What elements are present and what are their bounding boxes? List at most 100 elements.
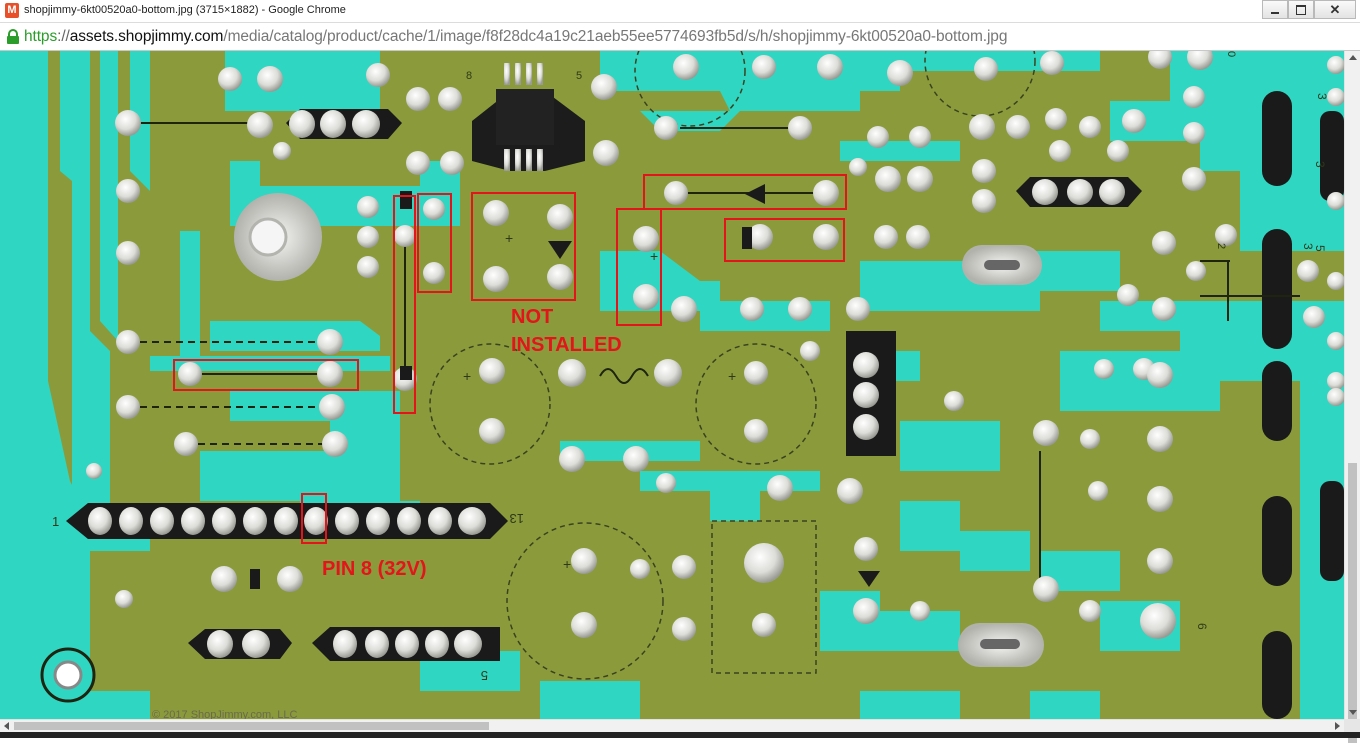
solder-pad <box>1152 297 1176 321</box>
solder-pad <box>672 555 696 579</box>
solder-pad <box>394 225 416 247</box>
window-titlebar: M shopjimmy-6kt00520a0-bottom.jpg (3715×… <box>0 0 1360 23</box>
solder-pad <box>406 87 430 111</box>
highlight-box-not-installed <box>471 192 576 301</box>
solder-pad <box>1006 115 1030 139</box>
scroll-corner <box>1344 719 1360 732</box>
address-bar[interactable]: https://assets.shopjimmy.com/media/catal… <box>0 23 1360 51</box>
solder-pad <box>1117 284 1139 306</box>
solder-pad <box>837 478 863 504</box>
scroll-right-icon[interactable] <box>1335 722 1340 730</box>
solder-pad <box>322 431 348 457</box>
highlight-box-diode-top <box>643 174 847 210</box>
solder-pad <box>1122 109 1146 133</box>
solder-pad <box>887 60 913 86</box>
solder-pad <box>547 264 573 290</box>
solder-pad <box>116 241 140 265</box>
pcb-bottom-image: 1 13 5 8 5 3 3 5 2 3 6 0 + + + + + <box>0 51 1344 719</box>
url-host: assets.shopjimmy.com <box>69 28 224 45</box>
silk-label-0: 8 <box>466 70 472 82</box>
solder-pad <box>1049 140 1071 162</box>
silk-label-7: 6 <box>1195 623 1209 630</box>
maximize-button[interactable] <box>1288 0 1314 19</box>
solder-pad <box>633 226 659 252</box>
solder-pad <box>633 284 659 310</box>
solder-pad <box>406 151 430 175</box>
window-bottom-edge <box>0 732 1360 738</box>
solder-pad <box>571 612 597 638</box>
maximize-icon <box>1296 4 1306 15</box>
silk-label-4: 5 <box>1313 245 1327 252</box>
image-copyright: © 2017 ShopJimmy.com, LLC <box>152 709 298 721</box>
horizontal-scroll-thumb[interactable] <box>14 722 489 730</box>
solder-pad <box>875 166 901 192</box>
solder-pad <box>1088 481 1108 501</box>
solder-pad <box>874 225 898 249</box>
solder-pad <box>440 151 464 175</box>
silk-label-1: 5 <box>576 70 582 82</box>
silk-label-2: 3 <box>1315 93 1329 100</box>
highlight-box-resistor <box>724 218 845 262</box>
inductor-mark <box>599 368 649 384</box>
solder-pad <box>672 617 696 641</box>
scroll-left-icon[interactable] <box>4 722 9 730</box>
solder-pad <box>1327 56 1344 74</box>
close-button[interactable]: ✕ <box>1314 0 1356 19</box>
solder-pad <box>115 110 141 136</box>
solder-pad <box>910 601 930 621</box>
scroll-up-icon[interactable] <box>1349 55 1357 60</box>
solder-pad <box>357 256 379 278</box>
solder-pad <box>116 395 140 419</box>
solder-pad <box>273 142 291 160</box>
solder-pad <box>116 330 140 354</box>
solder-pad <box>1186 261 1206 281</box>
highlight-box-diode <box>417 193 452 293</box>
solder-pad <box>1182 167 1206 191</box>
url-text[interactable]: https://assets.shopjimmy.com/media/catal… <box>24 28 1007 46</box>
solder-pad <box>479 358 505 384</box>
minimize-icon <box>1271 11 1279 14</box>
solder-pad <box>849 158 867 176</box>
solder-pad <box>1147 548 1173 574</box>
highlight-box-jumper-left <box>173 359 359 391</box>
solder-pad <box>972 159 996 183</box>
silkscreen-labels: 1 13 5 8 5 3 3 5 2 3 6 0 + + + + + <box>52 51 1329 683</box>
solder-pad <box>969 114 995 140</box>
solder-pad <box>1140 603 1176 639</box>
oval-pads <box>958 245 1044 667</box>
url-path: /media/catalog/product/cache/1/image/f8f… <box>223 28 1008 45</box>
solder-pad <box>656 473 676 493</box>
solder-pad <box>174 432 198 456</box>
solder-pad <box>744 361 768 385</box>
solder-pad <box>846 297 870 321</box>
mounting-slots <box>1262 91 1344 719</box>
solder-pad <box>218 67 242 91</box>
polarity-plus-2: + <box>728 368 736 384</box>
solder-pad <box>744 543 784 583</box>
url-scheme: https <box>24 28 58 45</box>
minimize-button[interactable] <box>1262 0 1288 19</box>
vertical-scrollbar[interactable] <box>1344 51 1360 743</box>
solder-pad <box>319 394 345 420</box>
solder-pad <box>423 262 445 284</box>
scroll-down-icon[interactable] <box>1349 710 1357 715</box>
solder-pad <box>767 475 793 501</box>
solder-pad <box>211 566 237 592</box>
solder-pad <box>907 166 933 192</box>
jumper-lines <box>128 341 335 445</box>
small-connectors <box>188 109 1142 661</box>
solder-pad <box>906 225 930 249</box>
annotation-not-installed-line1: NOT <box>511 306 553 328</box>
solder-pad <box>1094 359 1114 379</box>
solder-pad <box>483 266 509 292</box>
solder-pads <box>86 51 1344 641</box>
horizontal-scrollbar[interactable] <box>0 719 1344 732</box>
solder-pad <box>867 126 889 148</box>
solder-pad <box>1045 108 1067 130</box>
capacitor-outlines <box>429 51 1036 680</box>
solder-pad <box>788 297 812 321</box>
solder-pad <box>571 548 597 574</box>
solder-pad <box>483 200 509 226</box>
vertical-scroll-thumb[interactable] <box>1348 463 1357 743</box>
solder-pad <box>664 181 688 205</box>
